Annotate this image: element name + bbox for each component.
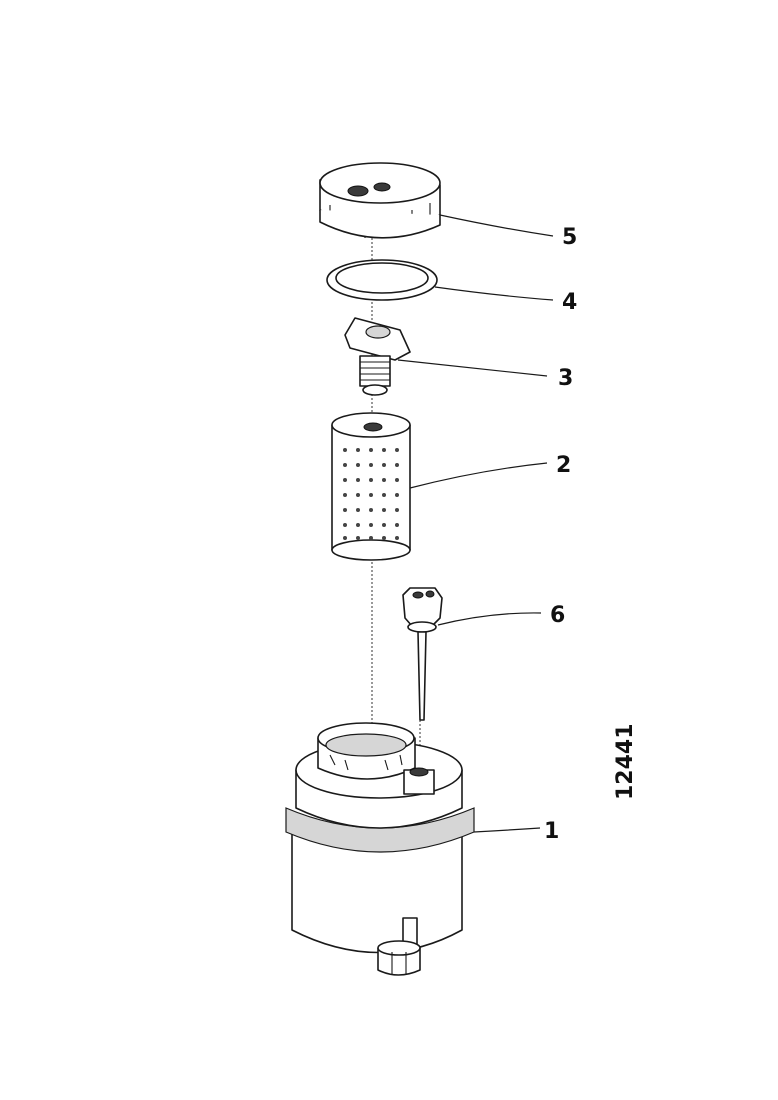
leader-6 [437, 612, 542, 626]
drawing-number: 12441 [613, 723, 638, 800]
cap-part-5 [319, 162, 441, 239]
callout-3: 3 [558, 366, 573, 391]
callout-1: 1 [544, 819, 559, 844]
leader-5 [439, 214, 554, 237]
callout-5: 5 [562, 225, 577, 250]
sealing-ring-part-4 [326, 259, 438, 301]
valve-part-3 [344, 317, 411, 396]
leader-2 [409, 462, 548, 489]
dipstick-part-6 [402, 587, 443, 721]
leader-3 [397, 359, 548, 377]
callout-6: 6 [550, 603, 565, 628]
leader-4 [434, 286, 554, 301]
leader-1 [473, 827, 541, 833]
reservoir-part-1 [285, 722, 475, 976]
callout-2: 2 [556, 453, 571, 478]
callout-4: 4 [562, 290, 577, 315]
filter-element-part-2 [331, 412, 411, 561]
